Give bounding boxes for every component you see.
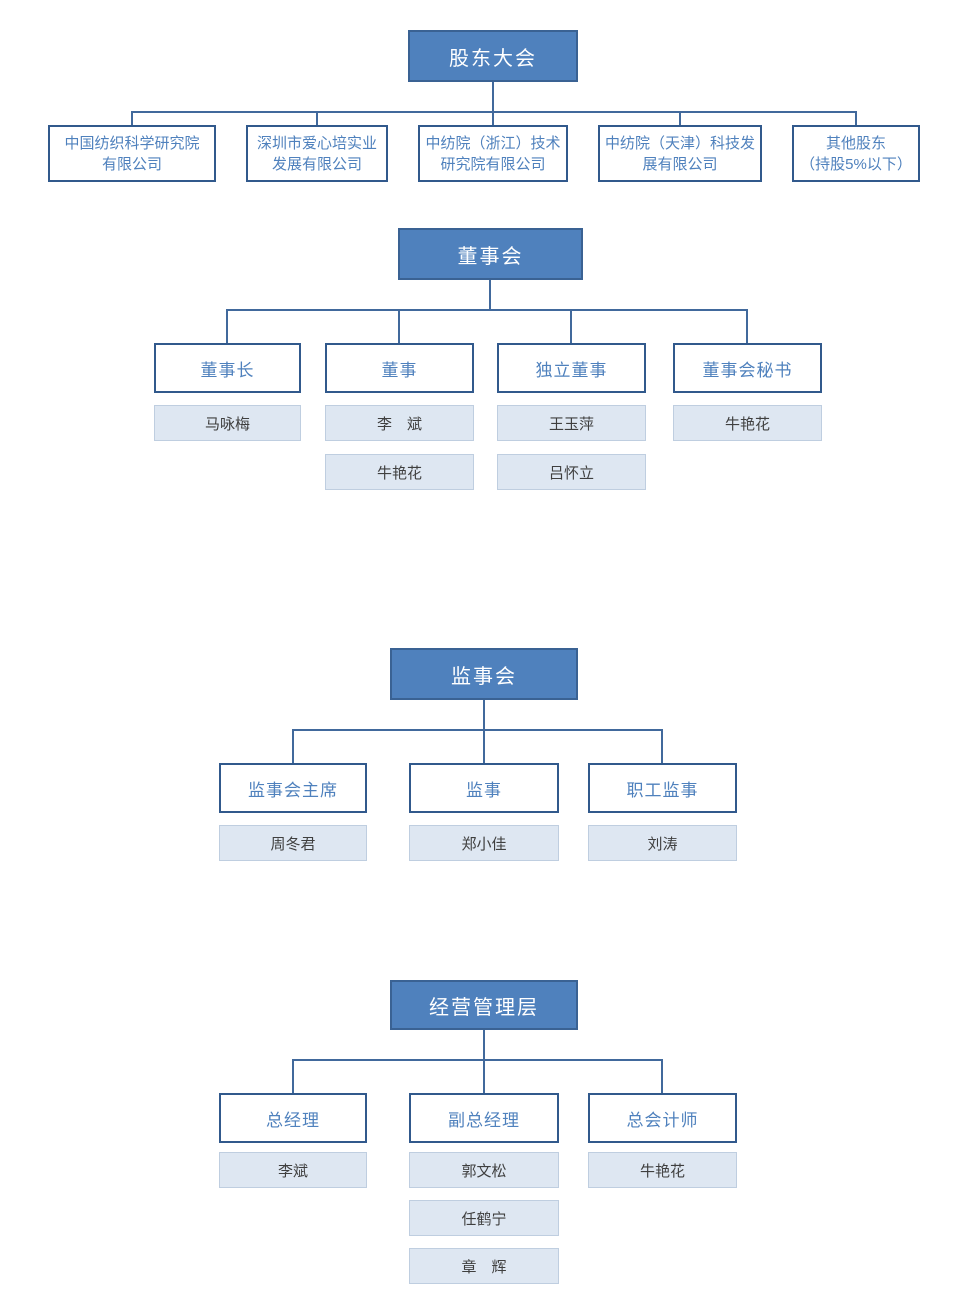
member-name-label: 王玉萍 — [548, 415, 594, 433]
member-name-label: 刘涛 — [647, 835, 678, 853]
shareholder-box-5: 其他股东 （持股5%以下） — [792, 125, 920, 182]
shareholder-box-1: 中国纺织科学研究院 有限公司 — [48, 125, 216, 182]
connector-line — [292, 1061, 294, 1093]
member-name-box: 章 辉 — [409, 1248, 559, 1284]
member-name-box: 王玉萍 — [497, 405, 646, 441]
member-name-box: 李斌 — [219, 1152, 367, 1188]
supervisory-board-label: 监事会 — [451, 665, 517, 688]
member-name-label: 周冬君 — [270, 835, 316, 853]
member-name-label: 郑小佳 — [461, 835, 507, 853]
member-name-label: 牛艳花 — [724, 415, 770, 433]
shareholder-name-line: 中国纺织科学研究院 — [64, 134, 200, 152]
position-title-label: 董事 — [381, 360, 418, 380]
position-title-chairman: 董事长 — [154, 343, 301, 393]
connector-line — [489, 280, 491, 310]
member-name-box: 牛艳花 — [673, 405, 822, 441]
member-name-label: 李斌 — [277, 1162, 308, 1180]
member-name-box: 周冬君 — [219, 825, 367, 861]
member-name-label: 牛艳花 — [639, 1162, 685, 1180]
position-title-label: 独立董事 — [535, 360, 608, 380]
connector-line — [483, 731, 485, 763]
shareholder-name-line: （持股5%以下） — [800, 155, 912, 173]
connector-line — [746, 311, 748, 343]
shareholder-name-line: 发展有限公司 — [271, 155, 362, 173]
member-name-box: 吕怀立 — [497, 454, 646, 490]
connector-line — [226, 309, 748, 311]
member-name-label: 章 辉 — [461, 1258, 507, 1276]
shareholder-name-line: 有限公司 — [101, 155, 162, 173]
connector-line — [131, 113, 133, 125]
position-title-label: 董事会秘书 — [702, 360, 793, 380]
position-title-label: 董事长 — [200, 360, 255, 380]
shareholder-name-line: 研究院有限公司 — [440, 155, 546, 173]
shareholders-meeting-label: 股东大会 — [449, 47, 537, 70]
position-title-chief-accountant: 总会计师 — [588, 1093, 737, 1143]
position-title-general-manager: 总经理 — [219, 1093, 367, 1143]
connector-line — [316, 113, 318, 125]
connector-line — [492, 82, 494, 112]
position-title-label: 总会计师 — [626, 1110, 699, 1130]
member-name-box: 李 斌 — [325, 405, 474, 441]
connector-line — [570, 311, 572, 343]
position-title-supervisory-chairman: 监事会主席 — [219, 763, 367, 813]
position-title-board-secretary: 董事会秘书 — [673, 343, 822, 393]
connector-line — [292, 731, 294, 763]
member-name-label: 郭文松 — [461, 1162, 507, 1180]
position-title-label: 监事 — [466, 780, 502, 800]
connector-line — [855, 113, 857, 125]
connector-line — [292, 1059, 663, 1061]
management-team-box: 经营管理层 — [390, 980, 578, 1030]
supervisory-board-box: 监事会 — [390, 648, 578, 700]
member-name-box: 任鹤宁 — [409, 1200, 559, 1236]
connector-line — [483, 1061, 485, 1093]
connector-line — [292, 729, 663, 731]
connector-line — [483, 1030, 485, 1060]
connector-line — [398, 311, 400, 343]
shareholder-box-3: 中纺院（浙江）技术 研究院有限公司 — [418, 125, 568, 182]
position-title-independent-director: 独立董事 — [497, 343, 646, 393]
position-title-employee-supervisor: 职工监事 — [588, 763, 737, 813]
shareholder-name-line: 中纺院（浙江）技术 — [425, 134, 561, 152]
shareholder-name-line: 中纺院（天津）科技发 — [604, 134, 755, 152]
connector-line — [661, 1061, 663, 1093]
shareholder-name-line: 其他股东 — [825, 134, 886, 152]
member-name-label: 马咏梅 — [204, 415, 250, 433]
shareholder-name-line: 深圳市爱心培实业 — [256, 134, 377, 152]
member-name-box: 郑小佳 — [409, 825, 559, 861]
member-name-label: 牛艳花 — [376, 464, 422, 482]
member-name-box: 牛艳花 — [588, 1152, 737, 1188]
member-name-label: 吕怀立 — [548, 464, 594, 482]
member-name-box: 马咏梅 — [154, 405, 301, 441]
connector-line — [492, 113, 494, 125]
member-name-label: 任鹤宁 — [461, 1210, 507, 1228]
member-name-box: 牛艳花 — [325, 454, 474, 490]
shareholder-box-4: 中纺院（天津）科技发 展有限公司 — [598, 125, 762, 182]
position-title-director: 董事 — [325, 343, 474, 393]
board-of-directors-label: 董事会 — [457, 245, 524, 268]
connector-line — [661, 731, 663, 763]
member-name-label: 李 斌 — [376, 415, 422, 433]
management-team-label: 经营管理层 — [429, 996, 539, 1019]
position-title-supervisor: 监事 — [409, 763, 559, 813]
board-of-directors-box: 董事会 — [398, 228, 583, 280]
connector-line — [483, 700, 485, 730]
connector-line — [226, 311, 228, 343]
position-title-label: 副总经理 — [448, 1110, 520, 1130]
position-title-deputy-general-manager: 副总经理 — [409, 1093, 559, 1143]
shareholder-name-line: 展有限公司 — [642, 155, 718, 173]
shareholders-meeting-box: 股东大会 — [408, 30, 578, 82]
member-name-box: 郭文松 — [409, 1152, 559, 1188]
position-title-label: 监事会主席 — [248, 780, 338, 800]
member-name-box: 刘涛 — [588, 825, 737, 861]
connector-line — [679, 113, 681, 125]
shareholder-box-2: 深圳市爱心培实业 发展有限公司 — [246, 125, 388, 182]
position-title-label: 总经理 — [266, 1110, 320, 1130]
connector-line — [131, 111, 857, 113]
position-title-label: 职工监事 — [626, 780, 699, 800]
